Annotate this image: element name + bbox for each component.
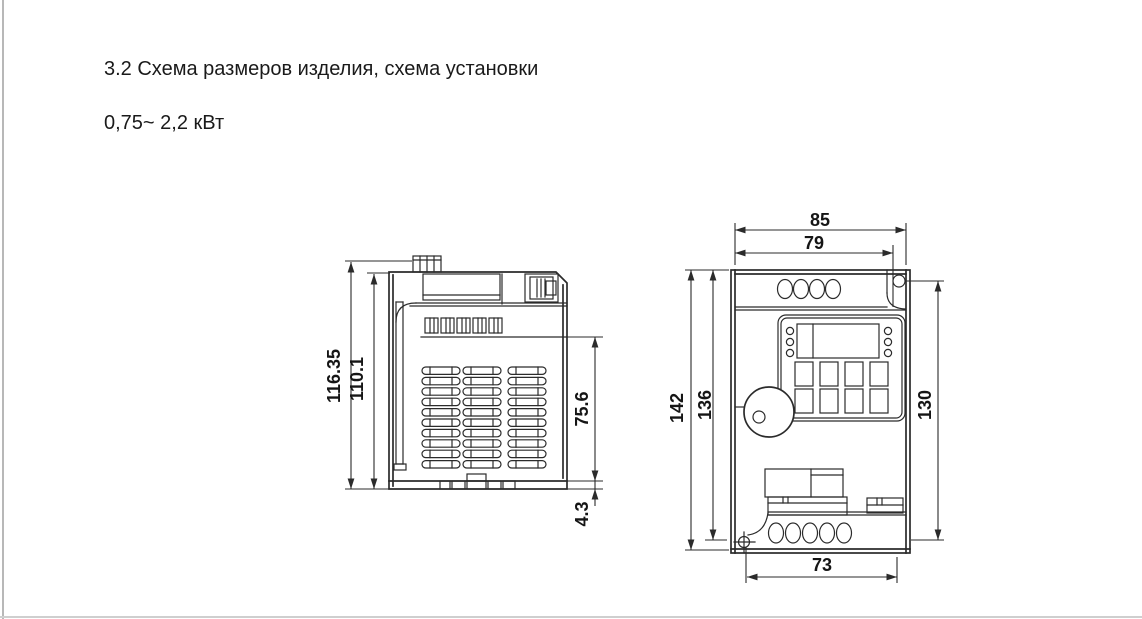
page-edge-bottom <box>0 616 1142 618</box>
enclosure-outline <box>730 269 911 554</box>
enclosure-outline <box>388 271 568 490</box>
dimension-label: 116.35 <box>324 349 344 403</box>
keypad <box>777 314 906 422</box>
top-terminal-screw <box>412 255 442 273</box>
top-vent-band <box>734 278 907 311</box>
dim-body-depth: 110.1 <box>347 272 390 489</box>
dim-overall-height: 142 <box>667 269 729 551</box>
dimension-label: 136 <box>695 390 715 420</box>
dimension-label: 79 <box>804 233 824 253</box>
dim-vent-depth: 75.6 <box>567 336 603 482</box>
dim-overall-width: 85 <box>734 210 907 265</box>
dimension-label: 73 <box>812 555 832 575</box>
dim-mount-vertical: 130 <box>905 280 944 541</box>
side-view-drawing: 116.35 110.1 75.6 4.3 <box>324 255 603 527</box>
keypad-buttons <box>794 361 889 414</box>
front-view-drawing: 85 79 142 136 <box>667 210 944 583</box>
dimension-label: 85 <box>810 210 830 230</box>
dimension-label: 142 <box>667 393 687 423</box>
mounting-hole-top <box>886 269 906 310</box>
dimension-label: 75.6 <box>572 391 592 426</box>
page-edge-left <box>2 0 4 619</box>
dim-base-depth: 4.3 <box>567 481 603 527</box>
dim-overall-depth: 116.35 <box>324 260 412 490</box>
mounting-bracket <box>524 273 559 303</box>
dim-inner-height: 136 <box>695 270 727 541</box>
section-title: 3.2 Схема размеров изделия, схема устано… <box>104 58 539 80</box>
power-range-label: 0,75~ 2,2 кВт <box>104 112 225 134</box>
dim-mount-horizontal: 73 <box>745 547 898 583</box>
dimension-label: 110.1 <box>347 357 367 401</box>
terminal-block <box>764 468 904 516</box>
mounting-hole-bottom <box>733 512 769 554</box>
dimension-label: 130 <box>915 390 935 420</box>
potentiometer-knob <box>743 386 795 438</box>
vent-slots-small <box>420 317 568 338</box>
dimension-label: 4.3 <box>572 501 592 526</box>
bottom-vent-band <box>767 511 907 544</box>
top-cover <box>395 273 568 323</box>
display <box>796 323 880 359</box>
dim-inner-width: 79 <box>735 233 894 307</box>
louver-grid <box>421 366 547 469</box>
led-indicators <box>785 326 893 358</box>
din-strip <box>393 301 407 471</box>
base-feet <box>439 473 516 490</box>
